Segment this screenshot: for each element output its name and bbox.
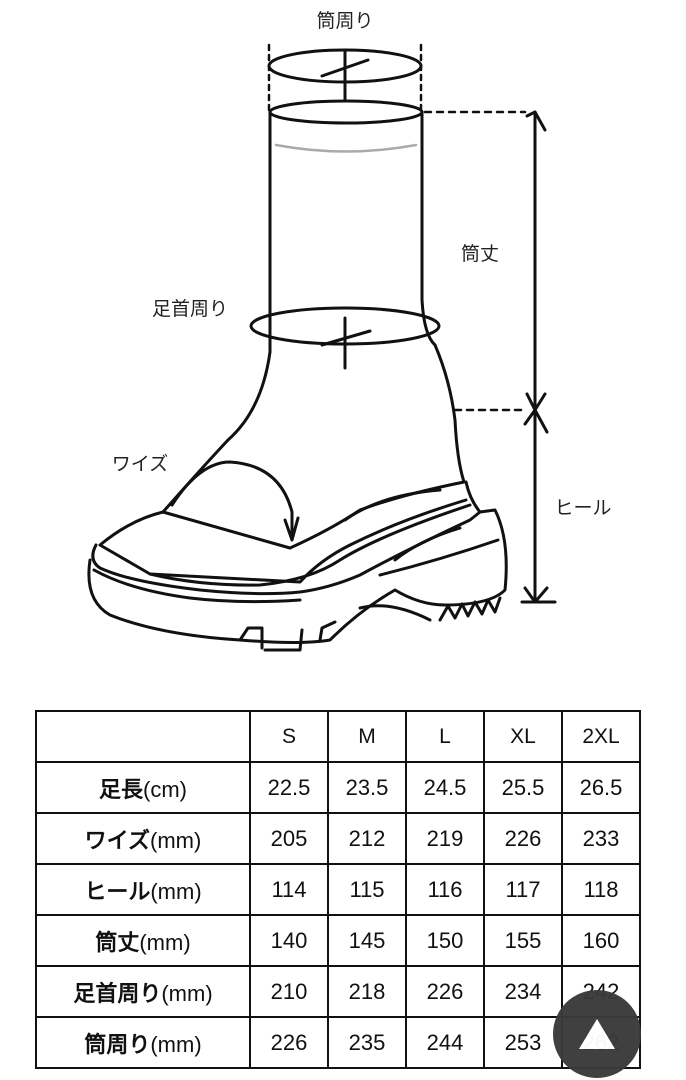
label-heel: ヒール xyxy=(554,497,611,519)
row-label: 筒丈(mm) xyxy=(35,914,251,967)
table-cell: 22.5 xyxy=(249,761,329,814)
table-cell: 25.5 xyxy=(483,761,563,814)
table-cell: 114 xyxy=(249,863,329,916)
row-label: 足長(cm) xyxy=(35,761,251,814)
triangle-up-icon xyxy=(579,1019,615,1049)
table-cell: 160 xyxy=(561,914,641,967)
row-label: 筒周り(mm) xyxy=(35,1016,251,1069)
table-cell: 235 xyxy=(327,1016,407,1069)
table-cell: 219 xyxy=(405,812,485,865)
label-shaft-circumference: 筒周り xyxy=(316,10,373,32)
table-cell: 117 xyxy=(483,863,563,916)
table-cell: 145 xyxy=(327,914,407,967)
table-cell: 23.5 xyxy=(327,761,407,814)
table-row: 足首周り(mm) 210 218 226 234 242 xyxy=(35,965,641,1018)
table-cell: 210 xyxy=(249,965,329,1018)
table-cell: 118 xyxy=(561,863,641,916)
label-shaft-height: 筒丈 xyxy=(461,243,499,265)
row-label: 足首周り(mm) xyxy=(35,965,251,1018)
size-col-2xl: 2XL xyxy=(561,710,641,763)
table-cell: 234 xyxy=(483,965,563,1018)
label-ankle-circumference: 足首周り xyxy=(152,298,228,320)
table-cell: 116 xyxy=(405,863,485,916)
size-col-xl: XL xyxy=(483,710,563,763)
table-cell: 226 xyxy=(483,812,563,865)
table-cell: 212 xyxy=(327,812,407,865)
table-cell: 226 xyxy=(249,1016,329,1069)
scroll-to-top-button[interactable] xyxy=(553,990,641,1078)
table-cell: 26.5 xyxy=(561,761,641,814)
table-cell: 253 xyxy=(483,1016,563,1069)
table-cell: 150 xyxy=(405,914,485,967)
size-col-m: M xyxy=(327,710,407,763)
corner-cell xyxy=(35,710,251,763)
table-cell: 205 xyxy=(249,812,329,865)
label-width: ワイズ xyxy=(112,453,168,475)
table-cell: 24.5 xyxy=(405,761,485,814)
table-cell: 244 xyxy=(405,1016,485,1069)
boot-measurement-diagram: 筒周り 筒丈 足首周り ワイズ ヒール xyxy=(87,10,612,652)
table-cell: 115 xyxy=(327,863,407,916)
table-cell: 155 xyxy=(483,914,563,967)
row-label: ヒール(mm) xyxy=(35,863,251,916)
size-chart-table: S M L XL 2XL 足長(cm) 22.5 23.5 24.5 25.5 … xyxy=(35,710,641,1069)
table-row: ヒール(mm) 114 115 116 117 118 xyxy=(35,863,641,916)
size-col-l: L xyxy=(405,710,485,763)
table-cell: 233 xyxy=(561,812,641,865)
table-cell: 218 xyxy=(327,965,407,1018)
row-label: ワイズ(mm) xyxy=(35,812,251,865)
table-row: 筒周り(mm) 226 235 244 253 262 xyxy=(35,1016,641,1069)
table-row: 足長(cm) 22.5 23.5 24.5 25.5 26.5 xyxy=(35,761,641,814)
table-cell: 140 xyxy=(249,914,329,967)
table-cell: 226 xyxy=(405,965,485,1018)
size-header-row: S M L XL 2XL xyxy=(35,710,641,763)
size-col-s: S xyxy=(249,710,329,763)
table-row: 筒丈(mm) 140 145 150 155 160 xyxy=(35,914,641,967)
table-row: ワイズ(mm) 205 212 219 226 233 xyxy=(35,812,641,865)
